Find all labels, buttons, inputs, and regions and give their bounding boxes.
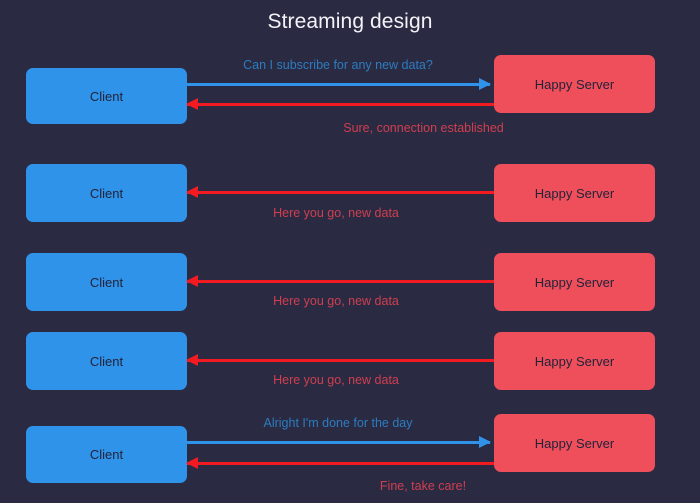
message-caption-1a: Can I subscribe for any new data? (243, 58, 433, 72)
server-node-label: Happy Server (534, 76, 615, 92)
client-node-label: Client (89, 185, 124, 201)
arrow-head (186, 98, 198, 110)
client-node-2: Client (26, 164, 187, 222)
message-arrow-1a (187, 78, 491, 90)
page-title: Streaming design (267, 10, 433, 33)
message-caption-2a: Here you go, new data (273, 206, 399, 220)
server-node-label: Happy Server (534, 435, 615, 451)
message-caption-5b: Fine, take care! (379, 479, 467, 493)
arrow-shaft (187, 83, 490, 86)
client-node-label: Client (89, 353, 124, 369)
server-node-label: Happy Server (534, 185, 615, 201)
message-caption-4a: Here you go, new data (273, 373, 399, 387)
message-arrow-2a (186, 186, 494, 198)
message-caption-1b: Sure, connection established (343, 121, 504, 135)
arrow-head (186, 354, 198, 366)
client-node-label: Client (89, 274, 124, 290)
arrow-shaft (187, 103, 494, 106)
message-caption-3a: Here you go, new data (273, 294, 399, 308)
message-caption-5a: Alright I'm done for the day (263, 416, 413, 430)
message-arrow-5a (187, 436, 491, 448)
arrow-shaft (187, 191, 494, 194)
client-node-4: Client (26, 332, 187, 390)
server-node-label: Happy Server (534, 274, 615, 290)
arrow-head (186, 457, 198, 469)
server-node-3: Happy Server (494, 253, 655, 311)
server-node-4: Happy Server (494, 332, 655, 390)
client-node-label: Client (89, 88, 124, 104)
arrow-head (479, 78, 491, 90)
server-node-1: Happy Server (494, 55, 655, 113)
client-node-1: Client (26, 68, 187, 124)
arrow-shaft (187, 359, 494, 362)
arrow-head (186, 186, 198, 198)
client-node-3: Client (26, 253, 187, 311)
arrow-shaft (187, 280, 494, 283)
message-arrow-5b (186, 457, 494, 469)
message-arrow-1b (186, 98, 494, 110)
message-arrow-4a (186, 354, 494, 366)
message-arrow-3a (186, 275, 494, 287)
server-node-label: Happy Server (534, 353, 615, 369)
server-node-5: Happy Server (494, 414, 655, 472)
server-node-2: Happy Server (494, 164, 655, 222)
arrow-shaft (187, 441, 490, 444)
client-node-5: Client (26, 426, 187, 483)
arrow-head (186, 275, 198, 287)
arrow-head (479, 436, 491, 448)
client-node-label: Client (89, 447, 124, 462)
arrow-shaft (187, 462, 494, 465)
